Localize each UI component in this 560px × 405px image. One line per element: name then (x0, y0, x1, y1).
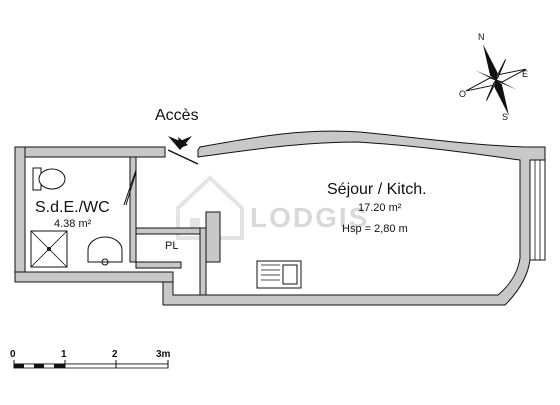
ceiling-height: Hsp = 2,80 m (342, 223, 408, 235)
washbasin-icon (87, 236, 123, 266)
watermark-text: LODGIS (250, 202, 369, 233)
scale-tick-1: 1 (61, 349, 67, 360)
toilet-icon (32, 167, 66, 191)
column-inner (199, 227, 207, 296)
living-area: 17.20 m² (358, 202, 402, 214)
right-window (529, 159, 546, 261)
compass-n: N (478, 32, 485, 42)
bathroom-partition (129, 156, 137, 263)
scale-tick-0: 0 (10, 349, 16, 360)
compass-o: O (459, 89, 466, 99)
kitchen-sink-icon (256, 260, 302, 289)
compass-rose-icon (465, 44, 527, 116)
entry-door (167, 149, 199, 165)
left-wall (14, 146, 26, 283)
column (205, 211, 221, 263)
closet-wall-bottom (135, 261, 182, 269)
scale-tick-3: 3m (156, 349, 171, 360)
closet-wall (135, 227, 207, 235)
shower-icon (30, 230, 68, 268)
bottom-left-wall (14, 271, 174, 283)
compass-e: E (522, 69, 528, 79)
bathroom-name: S.d.E./WC (35, 199, 110, 216)
access-label: Accès (155, 107, 199, 124)
living-name: Séjour / Kitch. (327, 181, 427, 198)
bathroom-area: 4.38 m² (54, 218, 92, 230)
access-arrow (168, 136, 192, 150)
scale-tick-2: 2 (112, 349, 118, 360)
closet-label: PL (165, 240, 178, 252)
compass-s: S (502, 112, 508, 122)
scale-bar (13, 360, 169, 369)
